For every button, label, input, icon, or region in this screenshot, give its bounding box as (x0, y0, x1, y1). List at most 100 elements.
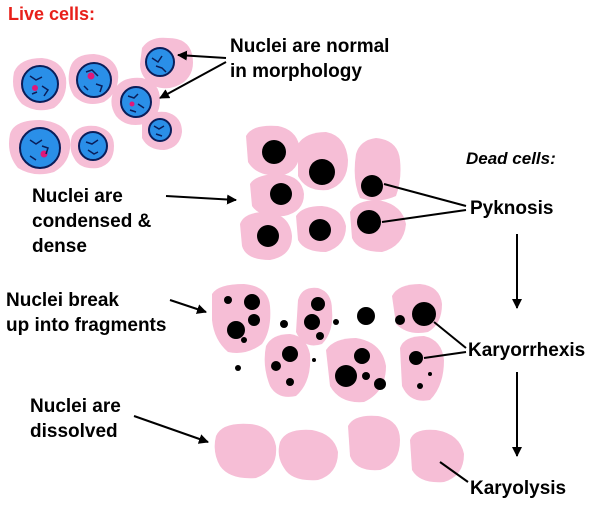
label-line: Nuclei are (30, 396, 121, 417)
cell-body (326, 338, 386, 403)
normal-nucleus (78, 131, 108, 161)
label-line: Nuclei are normal (230, 36, 390, 57)
pyknotic-cell (354, 138, 401, 201)
karyorrhexis-cells-group (212, 284, 444, 403)
pyknotic-cell (296, 206, 346, 252)
nuclear-fragment (316, 332, 324, 340)
pyknotic-nucleus (309, 219, 331, 241)
arrow-normal-nuclei-lower (159, 61, 227, 99)
chromatin-strands (151, 55, 167, 73)
normal-nucleus (120, 86, 152, 118)
dissolved-cell (348, 415, 400, 471)
normal-nucleus (19, 127, 61, 169)
chromatin-strands (29, 139, 49, 161)
nuclear-fragment (412, 302, 436, 326)
arrow-dissolved (133, 415, 209, 444)
nuclear-fragment (374, 378, 386, 390)
pyknosis-pointer-lower (381, 209, 467, 223)
nuclear-fragment (417, 383, 423, 389)
nucleolus (32, 85, 38, 91)
cell-body (212, 284, 271, 353)
chromatin-strands (127, 93, 145, 113)
chromatin-strands (153, 125, 165, 137)
pyknosis-pointer-upper (383, 183, 467, 207)
fragmenting-cell (296, 287, 333, 346)
fragmenting-cell (326, 338, 386, 403)
label-line: in morphology (230, 61, 362, 82)
dissolved-cell (278, 429, 338, 481)
pyknosis-cells-group (240, 125, 406, 260)
arrow-condensed (165, 194, 237, 205)
fragmenting-cell (392, 284, 442, 333)
loose-fragment (357, 307, 375, 325)
nuclear-fragment (311, 297, 325, 311)
nucleolus (40, 150, 48, 158)
nuclear-fragment (241, 337, 247, 343)
pyknotic-cell (246, 125, 300, 176)
live-cell (140, 37, 193, 89)
dissolved-cell (214, 423, 277, 479)
fragmenting-cell (212, 284, 271, 353)
dissolved-nuclei-label: Nuclei are dissolved (30, 394, 121, 444)
pyknotic-nucleus (357, 210, 381, 234)
nuclear-fragment (244, 294, 260, 310)
karyolysis-cells-group (214, 415, 464, 483)
nuclear-fragment (354, 348, 370, 364)
live-cell (70, 125, 114, 169)
pyknotic-cell (298, 132, 348, 191)
dead-cells-title: Dead cells: (466, 149, 556, 168)
pyknotic-nucleus (262, 140, 286, 164)
live-cell (142, 111, 182, 150)
pyknotic-cell (240, 212, 292, 260)
loose-fragment (333, 319, 339, 325)
loose-fragment (280, 320, 288, 328)
karyorrhexis-pointer-lower (423, 351, 467, 359)
label-line: Nuclei break (6, 290, 119, 311)
label-line: dense (32, 236, 87, 257)
arrow-normal-nuclei-upper (177, 50, 227, 61)
pyknotic-nucleus (270, 183, 292, 205)
nucleolus (87, 72, 95, 80)
cell-body (400, 336, 444, 401)
loose-fragment (312, 358, 316, 362)
label-line: dissolved (30, 421, 118, 442)
cell-body (264, 334, 311, 397)
nuclear-fragment (335, 365, 357, 387)
nuclear-fragment (248, 314, 260, 326)
normal-nucleus (148, 118, 172, 142)
pyknotic-nucleus (309, 159, 335, 185)
arrow-fragments (169, 299, 207, 314)
pyknotic-cell (350, 200, 406, 252)
nuclear-fragment (304, 314, 320, 330)
chromatin-strands (83, 69, 103, 93)
nuclear-fragment (286, 378, 294, 386)
pyknotic-nucleus (361, 175, 383, 197)
normal-morphology-label: Nuclei are normal in morphology (230, 34, 389, 84)
fragmenting-cell (264, 334, 311, 397)
loose-fragment (235, 365, 241, 371)
karyolysis-pointer (439, 461, 469, 483)
live-cell (111, 77, 160, 125)
karyolysis-label: Karyolysis (470, 478, 567, 499)
normal-nucleus (76, 62, 112, 98)
chromatin-strands (85, 139, 99, 155)
normal-nucleus (145, 47, 175, 77)
label-line: condensed & (32, 211, 152, 232)
karyorrhexis-pointer-upper (433, 321, 467, 349)
pyknosis-label: Pyknosis (470, 198, 554, 219)
nuclear-fragment (224, 296, 232, 304)
normal-nucleus (21, 65, 59, 103)
chromatin-strands (29, 75, 50, 97)
condensed-nuclei-label: Nuclei are condensed & dense (32, 184, 151, 259)
nuclear-fragment (395, 315, 405, 325)
pyknotic-cell (250, 174, 304, 217)
live-cell (13, 58, 67, 111)
nucleolus (129, 101, 135, 107)
nuclear-fragment (227, 321, 245, 339)
label-line: up into fragments (6, 315, 167, 336)
live-cell (68, 54, 119, 104)
nuclear-fragment (428, 372, 432, 376)
label-line: Nuclei are (32, 186, 123, 207)
fragmenting-cell (400, 336, 444, 401)
